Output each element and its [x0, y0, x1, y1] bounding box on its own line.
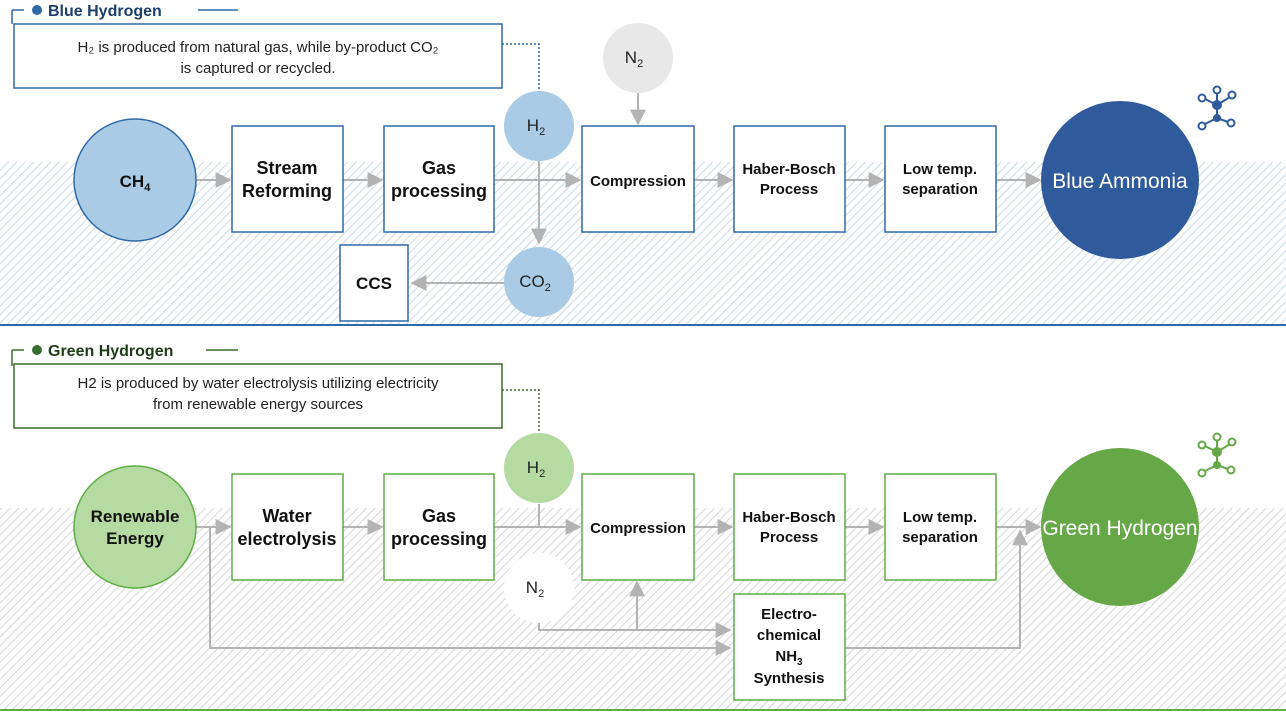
blue-low-temp-box	[884, 125, 997, 233]
ch4-label: CH4	[120, 172, 152, 194]
green-description-connector	[502, 389, 540, 432]
electrochemical-label-3: NH3	[775, 648, 803, 668]
green-hydrogen-label: Green Hydrogen	[1042, 517, 1197, 540]
green-description-line-2: from renewable energy sources	[153, 396, 363, 413]
electrochemical-synthesis-box	[733, 593, 846, 701]
green-h2-label: H2	[527, 458, 545, 480]
blue-header-bullet-icon	[32, 5, 42, 15]
electrochemical-label-4: Synthesis	[754, 670, 825, 687]
blue-n2-label: N2	[625, 48, 643, 70]
arrow-electrochem-to-product	[845, 529, 1028, 649]
electrochemical-label-1: Electro-	[761, 606, 817, 623]
blue-ammonia-node	[1041, 101, 1199, 259]
green-haber-bosch-box	[733, 473, 846, 581]
blue-header-bg	[24, 0, 198, 20]
green-compression-label: Compression	[590, 520, 686, 537]
blue-h2-node	[504, 91, 574, 161]
blue-ammonia-label: Blue Ammonia	[1052, 170, 1188, 193]
blue-gas-processing-label-1: Gas	[422, 158, 456, 178]
renewable-energy-label-1: Renewable	[91, 507, 180, 526]
co2-node	[504, 247, 574, 317]
blue-description-connector	[502, 43, 540, 92]
renewable-energy-node	[73, 465, 197, 589]
green-gas-processing-label-1: Gas	[422, 506, 456, 526]
blue-gas-processing-box	[383, 125, 495, 233]
water-electrolysis-label-1: Water	[262, 506, 311, 526]
co2-label: CO2	[519, 272, 551, 294]
blue-h2-label: H2	[527, 116, 545, 138]
green-low-temp-label-1: Low temp.	[903, 509, 977, 526]
blue-header-title: Blue Hydrogen	[48, 3, 162, 20]
green-header-title: Green Hydrogen	[48, 343, 173, 360]
blue-compression-box	[581, 125, 695, 233]
ccs-box	[339, 244, 409, 322]
blue-low-temp-label-2: separation	[902, 181, 978, 198]
blue-description-line-2: is captured or recycled.	[180, 60, 335, 77]
ccs-label: CCS	[356, 274, 392, 293]
stream-reforming-label-1: Stream	[256, 158, 317, 178]
arrow-renewable-bypass	[209, 527, 732, 656]
blue-n2-node	[603, 23, 673, 93]
green-header-bullet-icon	[32, 345, 42, 355]
blue-haber-bosch-box	[733, 125, 846, 233]
blue-molecule-icon	[1197, 85, 1237, 131]
arrow-n2-feed	[538, 622, 732, 638]
green-n2-label: N2	[526, 578, 544, 600]
green-hydrogen-node	[1041, 448, 1199, 606]
blue-haber-bosch-label-2: Process	[760, 181, 818, 198]
green-n2-node	[504, 553, 574, 623]
blue-haber-bosch-label-1: Haber-Bosch	[742, 161, 835, 178]
green-low-temp-box	[884, 473, 997, 581]
blue-low-temp-label-1: Low temp.	[903, 161, 977, 178]
green-header-bg	[24, 340, 206, 360]
green-molecule-icon	[1197, 432, 1237, 478]
green-haber-bosch-label-1: Haber-Bosch	[742, 509, 835, 526]
blue-gas-processing-label-2: processing	[391, 181, 487, 201]
green-compression-box	[581, 473, 695, 581]
stream-reforming-box	[231, 125, 344, 233]
green-description-line-1: H2 is produced by water electrolysis uti…	[78, 375, 439, 392]
renewable-energy-label-2: Energy	[106, 529, 164, 548]
green-h2-node	[504, 433, 574, 503]
ch4-node	[73, 118, 197, 242]
water-electrolysis-label-2: electrolysis	[237, 529, 336, 549]
green-gas-processing-box	[383, 473, 495, 581]
water-electrolysis-box	[231, 473, 344, 581]
electrochemical-label-2: chemical	[757, 627, 821, 644]
green-low-temp-label-2: separation	[902, 529, 978, 546]
stream-reforming-label-2: Reforming	[242, 181, 332, 201]
green-gas-processing-label-2: processing	[391, 529, 487, 549]
blue-description-box	[13, 23, 503, 89]
green-haber-bosch-label-2: Process	[760, 529, 818, 546]
blue-compression-label: Compression	[590, 173, 686, 190]
blue-description-line-1: H₂ is produced from natural gas, while b…	[78, 39, 439, 56]
green-description-box	[13, 363, 503, 429]
